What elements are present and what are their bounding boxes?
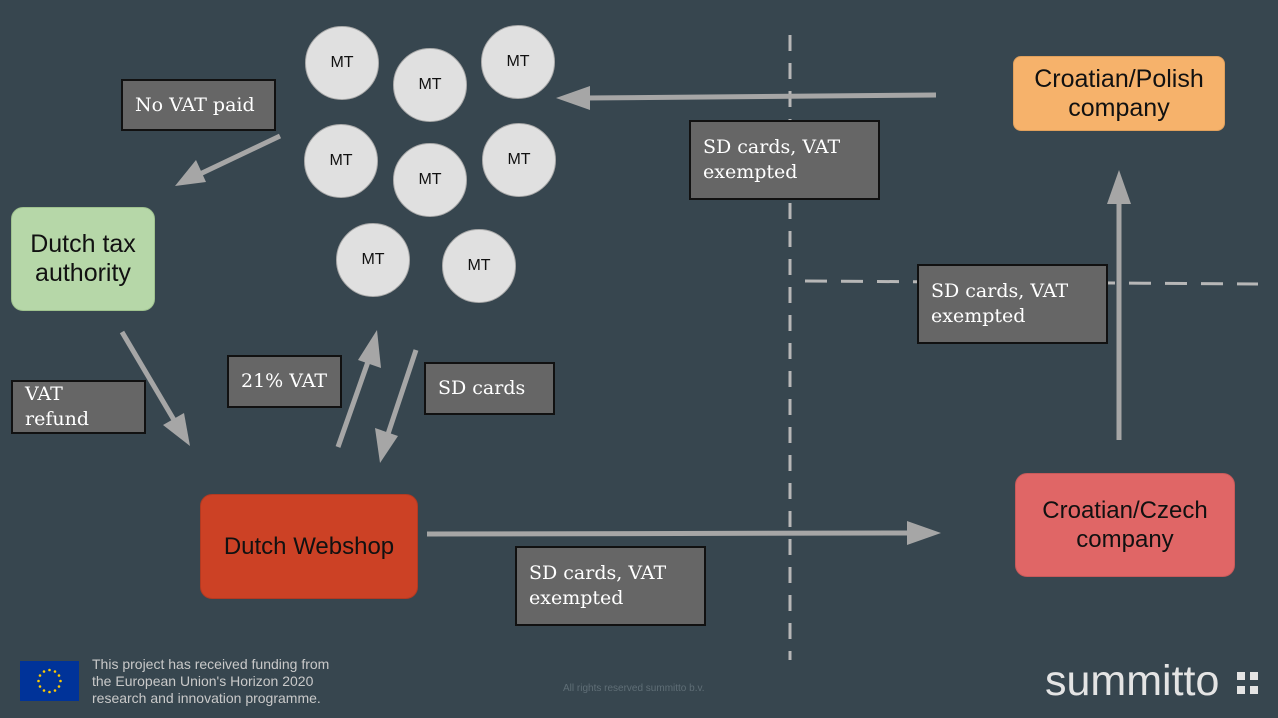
rights-notice: All rights reserved summitto b.v. xyxy=(563,683,705,694)
summitto-logo: summitto xyxy=(1045,657,1220,705)
arrow-czech-to-polish xyxy=(1107,170,1131,440)
mt-node: MT xyxy=(393,48,467,122)
arrow-mt-to-tax-authority xyxy=(175,133,282,186)
sd-cards-vat-exempted-label-right: SD cards, VAT exempted xyxy=(917,264,1108,344)
arrow-mt-to-webshop xyxy=(375,349,419,463)
sd-cards-vat-exempted-label-top: SD cards, VAT exempted xyxy=(689,120,880,200)
vat-refund-label: VAT refund xyxy=(11,380,146,434)
sd-cards-label: SD cards xyxy=(424,362,555,415)
croatian-polish-company-text: Croatian/Polish company xyxy=(1034,64,1204,122)
arrow-webshop-to-mt xyxy=(335,330,381,448)
dutch-tax-authority-text: Dutch tax authority xyxy=(30,230,136,287)
mt-node: MT xyxy=(304,124,378,198)
eu-flag-logo xyxy=(20,661,79,701)
sd-cards-vat-exempted-label-bottom: SD cards, VAT exempted xyxy=(515,546,706,626)
funding-statement: This project has received funding from t… xyxy=(92,656,330,706)
mt-node: MT xyxy=(442,229,516,303)
mt-node: MT xyxy=(482,123,556,197)
arrow-tax-authority-to-webshop xyxy=(119,330,190,446)
croatian-czech-company-node: Croatian/Czech company xyxy=(1015,473,1235,577)
vat-21-label: 21% VAT xyxy=(227,355,342,408)
dutch-webshop-text: Dutch Webshop xyxy=(223,532,395,560)
arrow-webshop-to-czech xyxy=(426,521,941,545)
croatian-polish-company-node: Croatian/Polish company xyxy=(1013,56,1225,131)
croatian-czech-company-text: Croatian/Czech company xyxy=(1042,497,1208,553)
mt-node: MT xyxy=(481,25,555,99)
dutch-tax-authority-node: Dutch tax authority xyxy=(11,207,155,311)
mt-node: MT xyxy=(393,143,467,217)
dutch-webshop-node: Dutch Webshop xyxy=(200,494,418,599)
arrow-polish-to-mt xyxy=(556,86,937,110)
mt-node: MT xyxy=(336,223,410,297)
no-vat-paid-label: No VAT paid xyxy=(121,79,276,131)
mt-node: MT xyxy=(305,26,379,100)
